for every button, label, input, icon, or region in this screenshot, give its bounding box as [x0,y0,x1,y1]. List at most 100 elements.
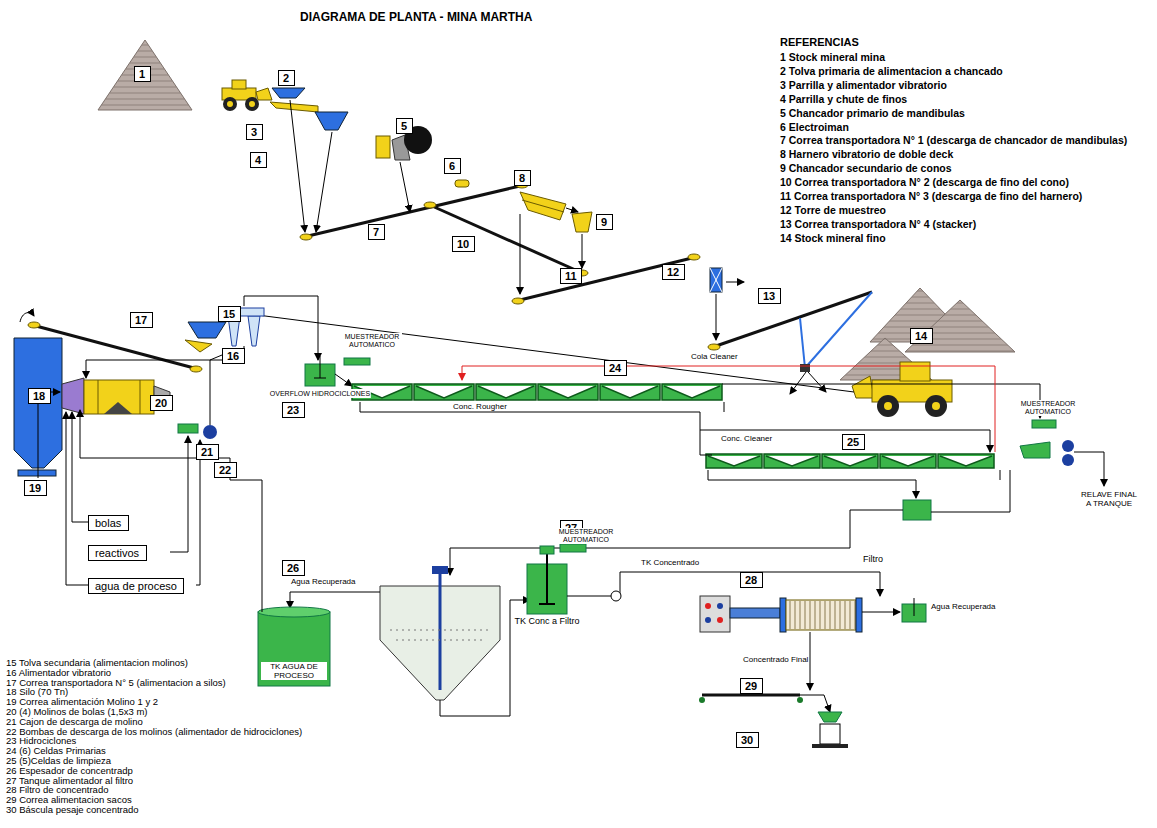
callout-number: 21 [201,446,213,458]
reference-line: 6 Electroiman [780,122,849,134]
flotation-cell [880,454,936,468]
reference-line: 10 Correa transportadora N° 2 (descarga … [780,177,1069,189]
callout-box: 29 [740,678,763,694]
callout-box: 9 [596,214,613,230]
reference-line: 7 Correa transportadora N° 1 (descarga d… [780,135,1127,147]
flow-label: Filtro [862,554,884,564]
callout-number: 17 [135,314,147,326]
flotation-cell [600,384,660,400]
callout-number: 9 [601,216,607,228]
callout-number: 1 [139,68,145,80]
flow-label: MUESTREADOR AUTOMATICO [556,528,616,544]
flow-label: Concentrado Final [742,655,809,664]
flotation-cell [822,454,878,468]
callout-number: 18 [33,390,45,402]
callout-box: 24 [604,360,627,376]
callout-number: 24 [609,362,621,374]
diagram-title: DIAGRAMA DE PLANTA - MINA MARTHA [300,10,532,24]
callout-number: 6 [449,160,455,172]
callout-number: 22 [219,464,231,476]
flow-label: Agua Recuperada [930,602,997,611]
callout-number: 8 [519,172,525,184]
reference-line: 1 Stock mineral mina [780,52,885,64]
callout-box: 5 [396,118,413,134]
flotation-cell [414,384,474,400]
flow-label: Conc. Cleaner [720,434,773,443]
tank: OVERFLOW HIDROCICLONES [305,364,335,386]
callout-box: 12 [662,264,685,280]
callout-box: 18 [28,388,51,404]
reference-line: 4 Parrilla y chute de finos [780,94,907,106]
callout-number: 4 [255,154,261,166]
callout-box: 4 [250,152,267,168]
flow-label: TK Concentrado [640,558,700,567]
reference-line: 12 Torre de muestreo [780,205,886,217]
reference-line: 30 Báscula pesaje concentrado [6,805,139,816]
flow-label: Cola Cleaner [690,352,739,361]
flow-label: MUESTREADOR AUTOMATICO [342,333,402,349]
flow-label: Conc. Rougher [452,402,508,411]
node-text: reactivos [95,547,139,559]
callout-number: 13 [763,290,775,302]
callout-number: 19 [29,482,41,494]
callout-box: 2 [278,70,295,86]
flotation-cell [706,454,762,468]
reference-line: 14 Stock mineral fino [780,233,886,245]
flotation-cell [538,384,598,400]
reference-line: REFERENCIAS [780,36,859,48]
callout-box: 20 [150,395,173,411]
callout-box: 8 [514,170,531,186]
callout-number: 3 [251,126,257,138]
input-box: reactivos [88,545,147,561]
callout-box: 13 [758,288,781,304]
tank: TK AGUA DE PROCESO [258,612,330,686]
callout-number: 11 [565,270,577,282]
callout-number: 7 [373,226,379,238]
callout-number: 23 [287,404,299,416]
callout-box: 1 [134,66,151,82]
flotation-cell [764,454,820,468]
callout-box: 28 [740,572,763,588]
flotation-cell [662,384,722,400]
callout-number: 30 [741,734,753,746]
callout-number: 12 [667,266,679,278]
callout-box: 22 [214,462,237,478]
callout-number: 20 [155,397,167,409]
callout-number: 28 [745,574,757,586]
input-box: bolas [88,515,129,531]
flow-label: MUESTREADOR AUTOMATICO [1018,400,1078,416]
callout-box: 3 [246,124,263,140]
reference-line: 5 Chancador primario de mandibulas [780,108,965,120]
callout-number: 26 [287,562,299,574]
callout-box: 25 [842,434,865,450]
callout-number: 5 [401,120,407,132]
reference-line: 11 Correa transportadora N° 3 (descarga … [780,191,1082,203]
callout-number: 25 [847,436,859,448]
callout-box: 16 [222,348,245,364]
node-text: TK AGUA DE PROCESO [261,662,327,680]
callout-number: 16 [227,350,239,362]
callout-number: 10 [457,238,469,250]
callout-box: 30 [736,732,759,748]
callout-box: 19 [24,480,47,496]
callout-box: 11 [560,268,582,284]
node-text: bolas [95,517,121,529]
flow-label: RELAVE FINAL A TRANQUE [1078,490,1140,508]
callout-number: 15 [223,308,235,320]
callout-box: 7 [368,224,385,240]
node-text: agua de proceso [95,580,177,592]
title-box: DIAGRAMA DE PLANTA - MINA MARTHA [300,10,532,24]
reference-line: 2 Tolva primaria de alimentacion a chanc… [780,66,1003,78]
callout-number: 14 [915,330,927,342]
callout-box: 17 [130,312,153,328]
node-text: OVERFLOW HIDROCICLONES [269,389,371,398]
reference-line: 9 Chancador secundario de conos [780,163,952,175]
callout-box: 26 [282,560,305,576]
callout-box: 23 [282,402,305,418]
tank: TK Conc a Filtro [527,564,567,614]
callout-box: 14 [910,328,933,344]
callout-number: 2 [283,72,289,84]
reference-line: 13 Correa transportadora N° 4 (stacker) [780,219,976,231]
